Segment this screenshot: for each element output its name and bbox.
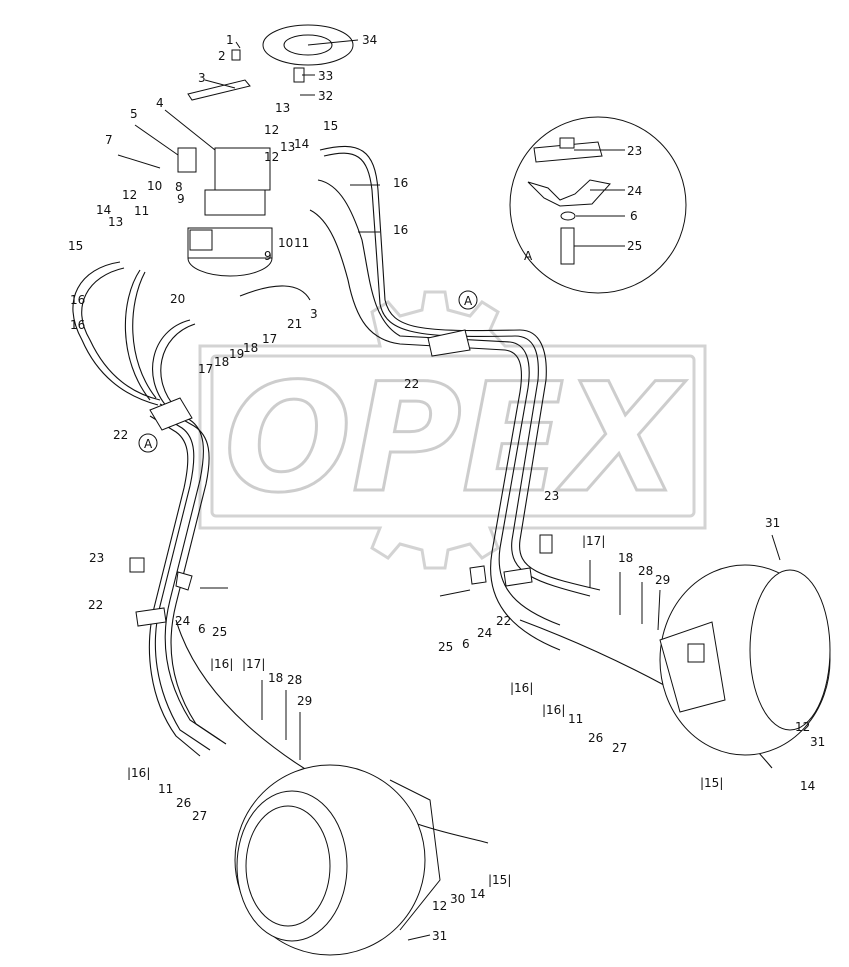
- label-11c: 11: [158, 782, 173, 796]
- travel-motor-right: [659, 564, 831, 756]
- label-16b: 16: [393, 223, 408, 237]
- label-9a: 9: [177, 192, 185, 206]
- label-a-callout-left: A: [144, 437, 153, 451]
- label-14c: 14: [470, 887, 485, 901]
- label-24b: 24: [175, 614, 190, 628]
- label-31c: 31: [432, 929, 447, 943]
- callout-circle-top: [458, 290, 478, 310]
- label-22b: 22: [113, 428, 128, 442]
- label-12a: 12: [264, 123, 279, 137]
- label-12b: 12: [264, 150, 279, 164]
- label-15a: 15: [323, 119, 338, 133]
- label-8: 8: [175, 180, 183, 194]
- label-12c: 12: [122, 188, 137, 202]
- label-27a: 27: [192, 809, 207, 823]
- label-25a: 25: [627, 239, 642, 253]
- label-27b: 27: [612, 741, 627, 755]
- label-2: 2: [218, 49, 226, 63]
- label-31a: 31: [765, 516, 780, 530]
- label-24a: 24: [627, 184, 642, 198]
- label-16a: 16: [393, 176, 408, 190]
- label-9b: 9: [264, 249, 272, 263]
- label-17d: |17|: [582, 534, 605, 548]
- label-18b: 18: [214, 355, 229, 369]
- label-17a: 17: [262, 332, 277, 346]
- label-23c: 23: [89, 551, 104, 565]
- label-33: 33: [318, 69, 333, 83]
- label-3b: 3: [310, 307, 318, 321]
- label-22c: 22: [88, 598, 103, 612]
- label-30: 30: [450, 892, 465, 906]
- label-10b: 10: [278, 236, 293, 250]
- label-16f: |16|: [127, 766, 150, 780]
- label-15d: |15|: [700, 776, 723, 790]
- label-26b: 26: [588, 731, 603, 745]
- label-14b: 14: [96, 203, 111, 217]
- label-17b: 17: [198, 362, 213, 376]
- label-3: 3: [198, 71, 206, 85]
- label-6c: 6: [462, 637, 470, 651]
- hose-clamps: [129, 329, 553, 627]
- label-4: 4: [156, 96, 164, 110]
- label-16c: 16: [70, 293, 85, 307]
- label-15b: 15: [68, 239, 83, 253]
- label-13b: 13: [280, 140, 295, 154]
- label-10a: 10: [147, 179, 162, 193]
- label-16h: |16|: [542, 703, 565, 717]
- label-23a: 23: [627, 144, 642, 158]
- leader-lines: [117, 39, 781, 941]
- label-a-callout-top: A: [464, 294, 473, 308]
- label-29b: 29: [655, 573, 670, 587]
- label-22d: 22: [496, 614, 511, 628]
- label-20: 20: [170, 292, 185, 306]
- label-22a: 22: [404, 377, 419, 391]
- label-5: 5: [130, 107, 138, 121]
- label-14d: 14: [800, 779, 815, 793]
- label-11b: 11: [294, 236, 309, 250]
- label-15c: |15|: [488, 873, 511, 887]
- watermark-text: OPEX: [224, 352, 686, 526]
- label-24c: 24: [477, 626, 492, 640]
- label-14a: 14: [294, 137, 309, 151]
- callout-circle-left: [138, 433, 158, 453]
- label-18c: 18: [268, 671, 283, 685]
- label-1: 1: [226, 33, 234, 47]
- label-a-detail: A: [524, 249, 533, 263]
- label-16g: |16|: [510, 681, 533, 695]
- label-34: 34: [362, 33, 377, 47]
- label-16e: |16|: [210, 657, 233, 671]
- label-32: 32: [318, 89, 333, 103]
- part-number-labels: 1 2 3 3 4 5 6 6 6 7 8 9 9 10 10 11 11 11…: [68, 33, 825, 943]
- label-26a: 26: [176, 796, 191, 810]
- label-28b: 28: [638, 564, 653, 578]
- label-25b: 25: [212, 625, 227, 639]
- watermark-logo: OPEX: [198, 290, 707, 570]
- label-31b: 31: [810, 735, 825, 749]
- label-19: 19: [229, 347, 244, 361]
- label-25c: 25: [438, 640, 453, 654]
- label-18d: 18: [618, 551, 633, 565]
- travel-motor-left: [234, 764, 441, 956]
- label-6a: 6: [630, 209, 638, 223]
- label-6b: 6: [198, 622, 206, 636]
- label-23b: 23: [544, 489, 559, 503]
- label-17c: |17|: [242, 657, 265, 671]
- label-21: 21: [287, 317, 302, 331]
- label-18a: 18: [243, 341, 258, 355]
- label-12d: 12: [432, 899, 447, 913]
- label-13c: 13: [108, 215, 123, 229]
- label-11a: 11: [134, 204, 149, 218]
- label-28a: 28: [287, 673, 302, 687]
- label-29a: 29: [297, 694, 312, 708]
- label-12e: 12: [795, 720, 810, 734]
- detail-a-view: [509, 116, 687, 294]
- label-11d: 11: [568, 712, 583, 726]
- label-7: 7: [105, 133, 113, 147]
- label-16d: 16: [70, 318, 85, 332]
- label-13a: 13: [275, 101, 290, 115]
